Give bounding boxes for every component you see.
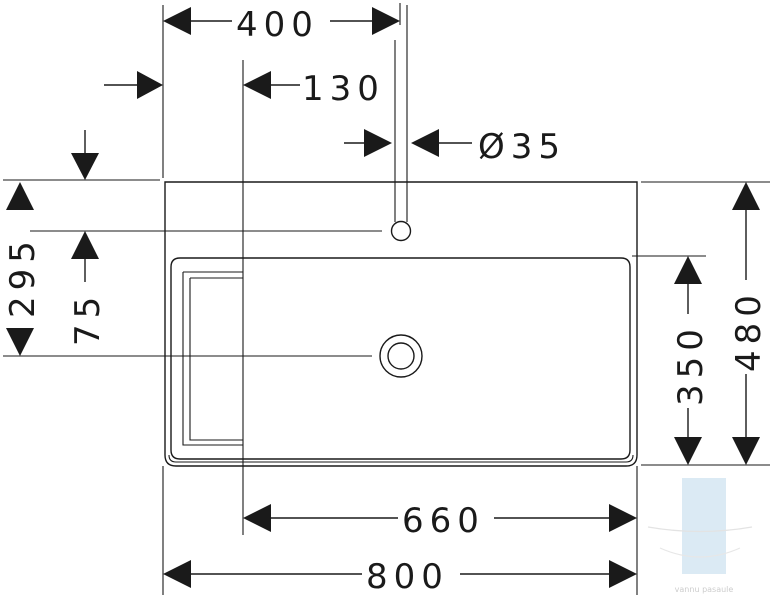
dimension-diameter-35: Ø35 xyxy=(344,127,566,167)
arrow-head xyxy=(372,7,400,35)
arrow-head xyxy=(71,153,99,180)
dimension-295: 295 xyxy=(3,130,99,356)
dim-label-75: 75 xyxy=(68,291,108,346)
arrow-head xyxy=(137,71,163,99)
dimension-660: 660 xyxy=(243,501,637,541)
tap-hole xyxy=(390,220,412,242)
arrow-head xyxy=(163,7,191,35)
watermark-text: vannu pasaule xyxy=(675,585,734,594)
arrow-head xyxy=(609,504,637,532)
dim-label-130: 130 xyxy=(302,69,385,109)
dim-label-480: 480 xyxy=(729,289,769,372)
dimension-800: 800 xyxy=(163,557,637,597)
dim-label-350: 350 xyxy=(671,323,711,406)
arrow-head xyxy=(6,328,34,356)
dim-label-660: 660 xyxy=(402,501,485,541)
arrow-head xyxy=(674,437,702,465)
arrow-head xyxy=(609,560,637,588)
dim-label-295: 295 xyxy=(3,235,43,318)
dimension-75: 75 xyxy=(68,231,108,346)
arrow-head xyxy=(6,182,34,210)
arrow-head xyxy=(364,129,392,157)
arrow-head xyxy=(243,504,271,532)
arrow-head xyxy=(732,437,760,465)
dim-label-diameter: Ø35 xyxy=(478,127,566,167)
dimension-350: 350 xyxy=(671,256,711,465)
arrow-head xyxy=(732,182,760,210)
drain xyxy=(379,334,423,378)
dimension-400: 400 xyxy=(163,5,400,45)
arrow-head xyxy=(674,256,702,284)
watermark-logo: vannu pasaule xyxy=(647,478,753,594)
dim-label-800: 800 xyxy=(366,557,449,597)
arrow-head xyxy=(411,129,439,157)
watermark-bar xyxy=(682,478,726,574)
dimension-130: 130 xyxy=(104,69,385,109)
arrow-head xyxy=(71,231,99,259)
arrow-head xyxy=(163,560,191,588)
dimension-480: 480 xyxy=(729,182,769,465)
dim-label-400: 400 xyxy=(236,5,319,45)
extension-lines xyxy=(3,3,770,595)
basin-outline xyxy=(164,181,638,467)
arrow-head xyxy=(243,71,271,99)
